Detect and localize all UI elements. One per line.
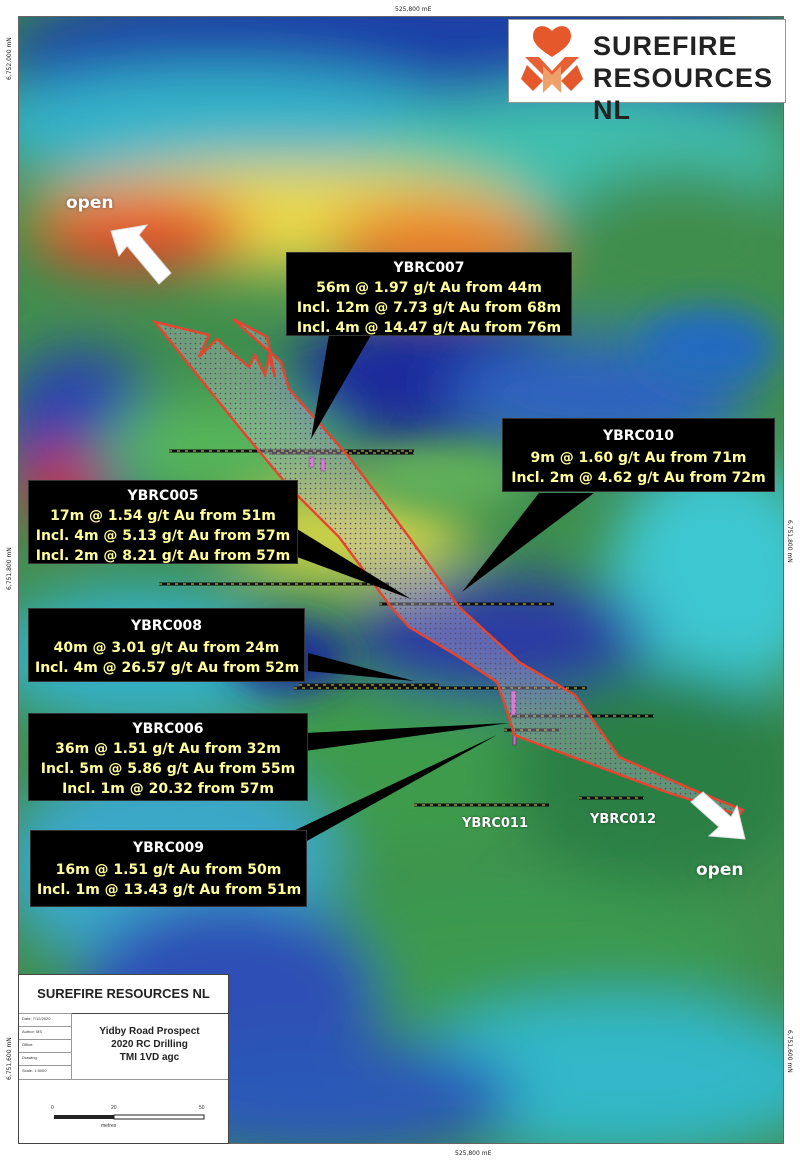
callout-intercept: Incl. 5m @ 5.86 g/t Au from 55m bbox=[40, 761, 296, 777]
title-block-row: Date: 7/12/2020 bbox=[19, 1013, 71, 1024]
title-block-row: Author: MS bbox=[19, 1026, 71, 1037]
callout-ybrc010[interactable]: YBRC010 9m @ 1.60 g/t Au from 71m Incl. … bbox=[502, 418, 775, 492]
callout-intercept: 17m @ 1.54 g/t Au from 51m bbox=[50, 508, 276, 524]
pointer-ybrc009 bbox=[289, 735, 497, 851]
callout-ybrc005[interactable]: YBRC005 17m @ 1.54 g/t Au from 51m Incl.… bbox=[28, 480, 298, 564]
open-direction-arrows bbox=[110, 224, 746, 840]
title-block-row-text: Scale: 1:5000 bbox=[22, 1068, 47, 1073]
callout-intercept: 56m @ 1.97 g/t Au from 44m bbox=[316, 280, 542, 296]
callout-intercept: Incl. 4m @ 5.13 g/t Au from 57m bbox=[35, 528, 291, 544]
callout-intercept: 9m @ 1.60 g/t Au from 71m bbox=[530, 450, 747, 466]
callout-hole-id: YBRC005 bbox=[127, 488, 199, 504]
callout-ybrc007[interactable]: YBRC007 56m @ 1.97 g/t Au from 44m Incl.… bbox=[286, 252, 572, 336]
scale-tick-label: 0 bbox=[51, 1105, 54, 1111]
callout-intercept: Incl. 1m @ 13.43 g/t Au from 51m bbox=[37, 882, 302, 898]
title-line: 2020 RC Drilling bbox=[111, 1039, 188, 1050]
callout-ybrc008[interactable]: YBRC008 40m @ 3.01 g/t Au from 24m Incl.… bbox=[28, 608, 305, 682]
callout-intercept: Incl. 4m @ 26.57 g/t Au from 52m bbox=[35, 660, 300, 676]
callout-intercept: Incl. 4m @ 14.47 g/t Au from 76m bbox=[296, 320, 562, 336]
callout-intercept: Incl. 12m @ 7.73 g/t Au from 68m bbox=[296, 300, 562, 316]
callout-hole-id: YBRC007 bbox=[393, 260, 465, 276]
title-block-row: Scale: 1:5000 bbox=[19, 1065, 71, 1076]
title-block-map-title: Yidby Road Prospect 2020 RC Drilling TMI… bbox=[71, 1013, 228, 1079]
mineralised-zone-polygon bbox=[151, 317, 745, 817]
mineralisation-outline bbox=[151, 317, 745, 817]
title-block-row: Office: bbox=[19, 1039, 71, 1050]
tmi-map-canvas bbox=[19, 17, 783, 1143]
company-logo: SUREFIRE RESOURCES NL bbox=[508, 19, 786, 125]
callout-hole-id: YBRC009 bbox=[132, 840, 205, 856]
open-label-southeast: open bbox=[696, 860, 744, 880]
callout-ybrc009[interactable]: YBRC009 16m @ 1.51 g/t Au from 50m Incl.… bbox=[30, 830, 307, 907]
callout-intercept: Incl. 2m @ 4.62 g/t Au from 72m bbox=[511, 470, 766, 486]
title-block-row-text: Office: bbox=[22, 1042, 34, 1047]
callout-intercept: 36m @ 1.51 g/t Au from 32m bbox=[55, 741, 281, 757]
callout-pointers bbox=[289, 335, 594, 851]
callout-hole-id: YBRC006 bbox=[132, 721, 204, 737]
callout-intercept: Incl. 1m @ 20.32 from 57m bbox=[62, 781, 274, 797]
scale-tick-label: 20 bbox=[111, 1105, 117, 1111]
title-block-row: Drawing: bbox=[19, 1052, 71, 1063]
title-block: SUREFIRE RESOURCES NL Date: 7/12/2020 Au… bbox=[18, 974, 229, 1144]
title-block-company: SUREFIRE RESOURCES NL bbox=[19, 975, 228, 1014]
coordinate-top: 525,800 mE bbox=[395, 6, 432, 13]
callout-intercept: 16m @ 1.51 g/t Au from 50m bbox=[55, 862, 282, 878]
scale-unit: metres bbox=[101, 1123, 117, 1129]
open-arrow-northwest bbox=[110, 224, 172, 285]
callout-ybrc006[interactable]: YBRC006 36m @ 1.51 g/t Au from 32m Incl.… bbox=[28, 713, 308, 801]
title-block-row-text: Date: 7/12/2020 bbox=[22, 1016, 51, 1021]
surefire-logo-mark bbox=[521, 26, 583, 93]
coordinate-left-mid: 6,751,800 mN bbox=[6, 547, 13, 590]
callout-hole-id: YBRC008 bbox=[130, 618, 203, 634]
title-line: TMI 1VD agc bbox=[119, 1052, 180, 1063]
title-block-row-text: Author: MS bbox=[22, 1029, 43, 1034]
title-block-details bbox=[19, 1013, 72, 1079]
coordinate-left-top: 6,752,000 mN bbox=[6, 37, 13, 80]
company-logo-text: SUREFIRE RESOURCES NL bbox=[593, 31, 774, 125]
coordinate-right-bottom: 6,751,600 mN bbox=[786, 1030, 793, 1073]
callout-intercept: 40m @ 3.01 g/t Au from 24m bbox=[53, 640, 280, 656]
callout-hole-id: YBRC010 bbox=[602, 428, 675, 444]
title-block-divider bbox=[19, 1079, 228, 1080]
open-label-northwest: open bbox=[66, 193, 114, 213]
pointer-ybrc007 bbox=[311, 335, 371, 439]
hole-label-ybrc011: YBRC011 bbox=[462, 816, 529, 831]
coordinate-right-mid: 6,751,800 mN bbox=[786, 520, 793, 563]
coordinate-bottom: 525,800 mE bbox=[455, 1150, 492, 1157]
coordinate-left-bottom: 6,751,600 mN bbox=[6, 1037, 13, 1080]
scale-tick-label: 50 bbox=[199, 1105, 205, 1111]
callout-intercept: Incl. 2m @ 8.21 g/t Au from 57m bbox=[35, 548, 291, 564]
title-block-row-text: Drawing: bbox=[22, 1055, 38, 1060]
pointer-ybrc005 bbox=[297, 529, 411, 599]
hole-label-ybrc012: YBRC012 bbox=[590, 812, 657, 827]
pointer-ybrc006 bbox=[305, 723, 509, 751]
pointer-ybrc010 bbox=[462, 493, 594, 592]
pointer-ybrc008 bbox=[308, 653, 414, 681]
geophysics-map[interactable] bbox=[18, 16, 784, 1144]
scale-bar bbox=[54, 1114, 205, 1120]
open-arrow-southeast bbox=[690, 791, 746, 840]
title-line: Yidby Road Prospect bbox=[99, 1026, 200, 1037]
